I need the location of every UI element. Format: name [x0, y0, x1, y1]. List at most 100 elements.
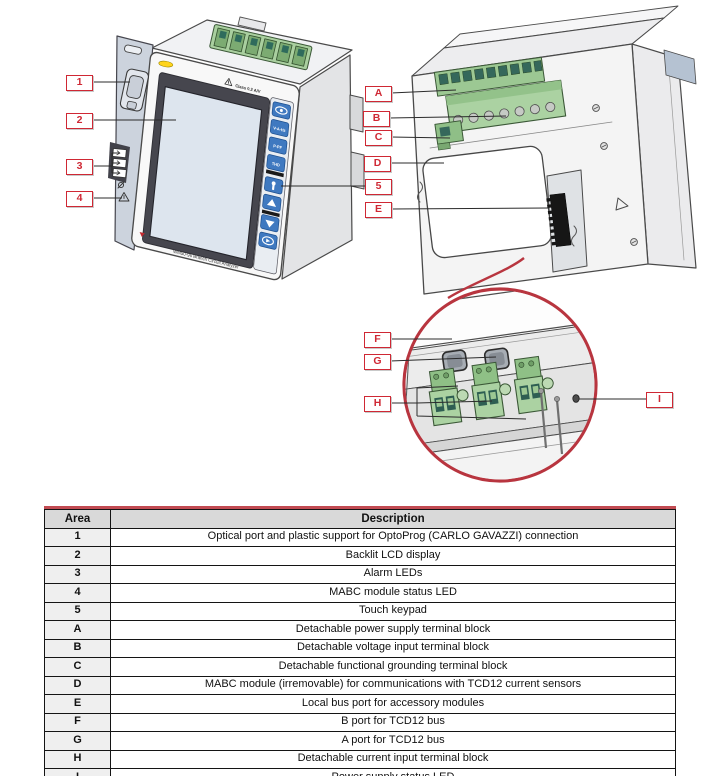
panel-warning-icon [118, 192, 130, 202]
thd-button-label: THD [272, 161, 281, 168]
detail-content [405, 290, 595, 480]
keypad-divider-2 [261, 209, 280, 218]
description-cell: MABC module (irremovable) for communicat… [110, 675, 676, 695]
break-mark-right [571, 225, 577, 247]
eye-icon [275, 106, 288, 115]
ppf-button-label: P-PF [273, 143, 283, 150]
area-cell: H [44, 749, 111, 769]
keypad-divider [265, 169, 284, 178]
callout-2: 2 [66, 113, 93, 129]
callout-4: 4 [66, 191, 93, 207]
leader-G [389, 356, 497, 362]
area-cell: F [44, 712, 111, 732]
description-cell: Optical port and plastic support for Opt… [110, 527, 676, 547]
optical-port-support [119, 68, 149, 112]
din-tab-upper [349, 94, 364, 133]
callout-H: H [364, 396, 391, 412]
terminal-pins [538, 388, 564, 455]
thd-button [266, 154, 286, 173]
leader-3 [92, 152, 120, 174]
leader-C [390, 136, 451, 139]
tcd12-port-b [441, 349, 468, 373]
description-cell: Alarm LEDs [110, 564, 676, 584]
description-cell: Touch keypad [110, 601, 676, 621]
front-right-side [281, 54, 353, 280]
din-tab-lower [350, 151, 365, 190]
description-cell: MABC module status LED [110, 583, 676, 603]
rear-device-illustration [411, 5, 697, 295]
warning-triangle-icon [224, 77, 233, 87]
callout-G: G [364, 354, 391, 370]
callout-A: A [365, 86, 392, 102]
callout-leader-lines [92, 81, 646, 420]
callout-D: D [364, 156, 391, 172]
callout-3: 3 [66, 159, 93, 175]
description-cell: Detachable voltage input terminal block [110, 638, 676, 658]
description-cell: A port for TCD12 bus [110, 731, 676, 751]
description-cell: Local bus port for accessory modules [110, 694, 676, 714]
ppf-button [268, 136, 288, 155]
detail-leader-curve [447, 257, 525, 300]
lcd-display [149, 86, 263, 261]
callout-I: I [646, 392, 673, 408]
front-device-illustration: Class 0.2 A/V V-A-Hz P-PF THD [108, 16, 365, 281]
brand-sticker [158, 60, 174, 68]
vahz-button-label: V-A-Hz [273, 125, 286, 133]
area-cell: C [44, 657, 111, 677]
class-label: Class 0.2 A/V [235, 83, 261, 94]
power-supply-terminal-block [433, 56, 546, 97]
table-header-row: Area Description [44, 509, 676, 529]
up-arrow-icon [266, 199, 277, 208]
rear-triangle-mark [615, 197, 629, 211]
optical-port-slot [124, 44, 142, 55]
description-cell: Detachable current input terminal block [110, 749, 676, 769]
description-column-header: Description [110, 509, 676, 529]
front-top-terminal-block [209, 24, 313, 71]
enter-icon [261, 236, 274, 246]
bezel-corner [663, 49, 697, 85]
area-cell: D [44, 675, 111, 695]
area-cell: 2 [44, 546, 111, 566]
description-cell: Detachable power supply terminal block [110, 620, 676, 640]
area-cell: 4 [44, 583, 111, 603]
rear-screws [592, 104, 638, 246]
callout-B: B [363, 111, 390, 127]
description-cell: Backlit LCD display [110, 546, 676, 566]
leader-A [390, 89, 457, 94]
brand-mark: CARLO GAVAZZI [139, 231, 167, 243]
description-cell: B port for TCD12 bus [110, 712, 676, 732]
hardware-diagram: Class 0.2 A/V V-A-Hz P-PF THD [92, 5, 697, 483]
area-cell: 1 [44, 527, 111, 547]
callout-5: 5 [365, 179, 392, 195]
down-arrow-icon [265, 219, 275, 228]
area-cell: I [44, 768, 111, 776]
front-panel: Class 0.2 A/V V-A-Hz P-PF THD [131, 51, 300, 281]
mabc-module [422, 145, 553, 259]
area-cell: A [44, 620, 111, 640]
current-terminal-block-3 [513, 355, 554, 415]
brand-label: CARLO GAVAZZI [146, 234, 167, 243]
callout-F: F [364, 332, 391, 348]
area-cell: E [44, 694, 111, 714]
callout-E: E [365, 202, 392, 218]
mabc-status-led-icon [117, 181, 125, 189]
front-mounting-tab [237, 16, 267, 32]
area-cell: G [44, 731, 111, 751]
local-bus-port [546, 192, 572, 247]
callout-C: C [365, 130, 392, 146]
table-row: IPower supply status LED [44, 768, 676, 776]
touch-keypad: V-A-Hz P-PF THD [253, 97, 294, 275]
